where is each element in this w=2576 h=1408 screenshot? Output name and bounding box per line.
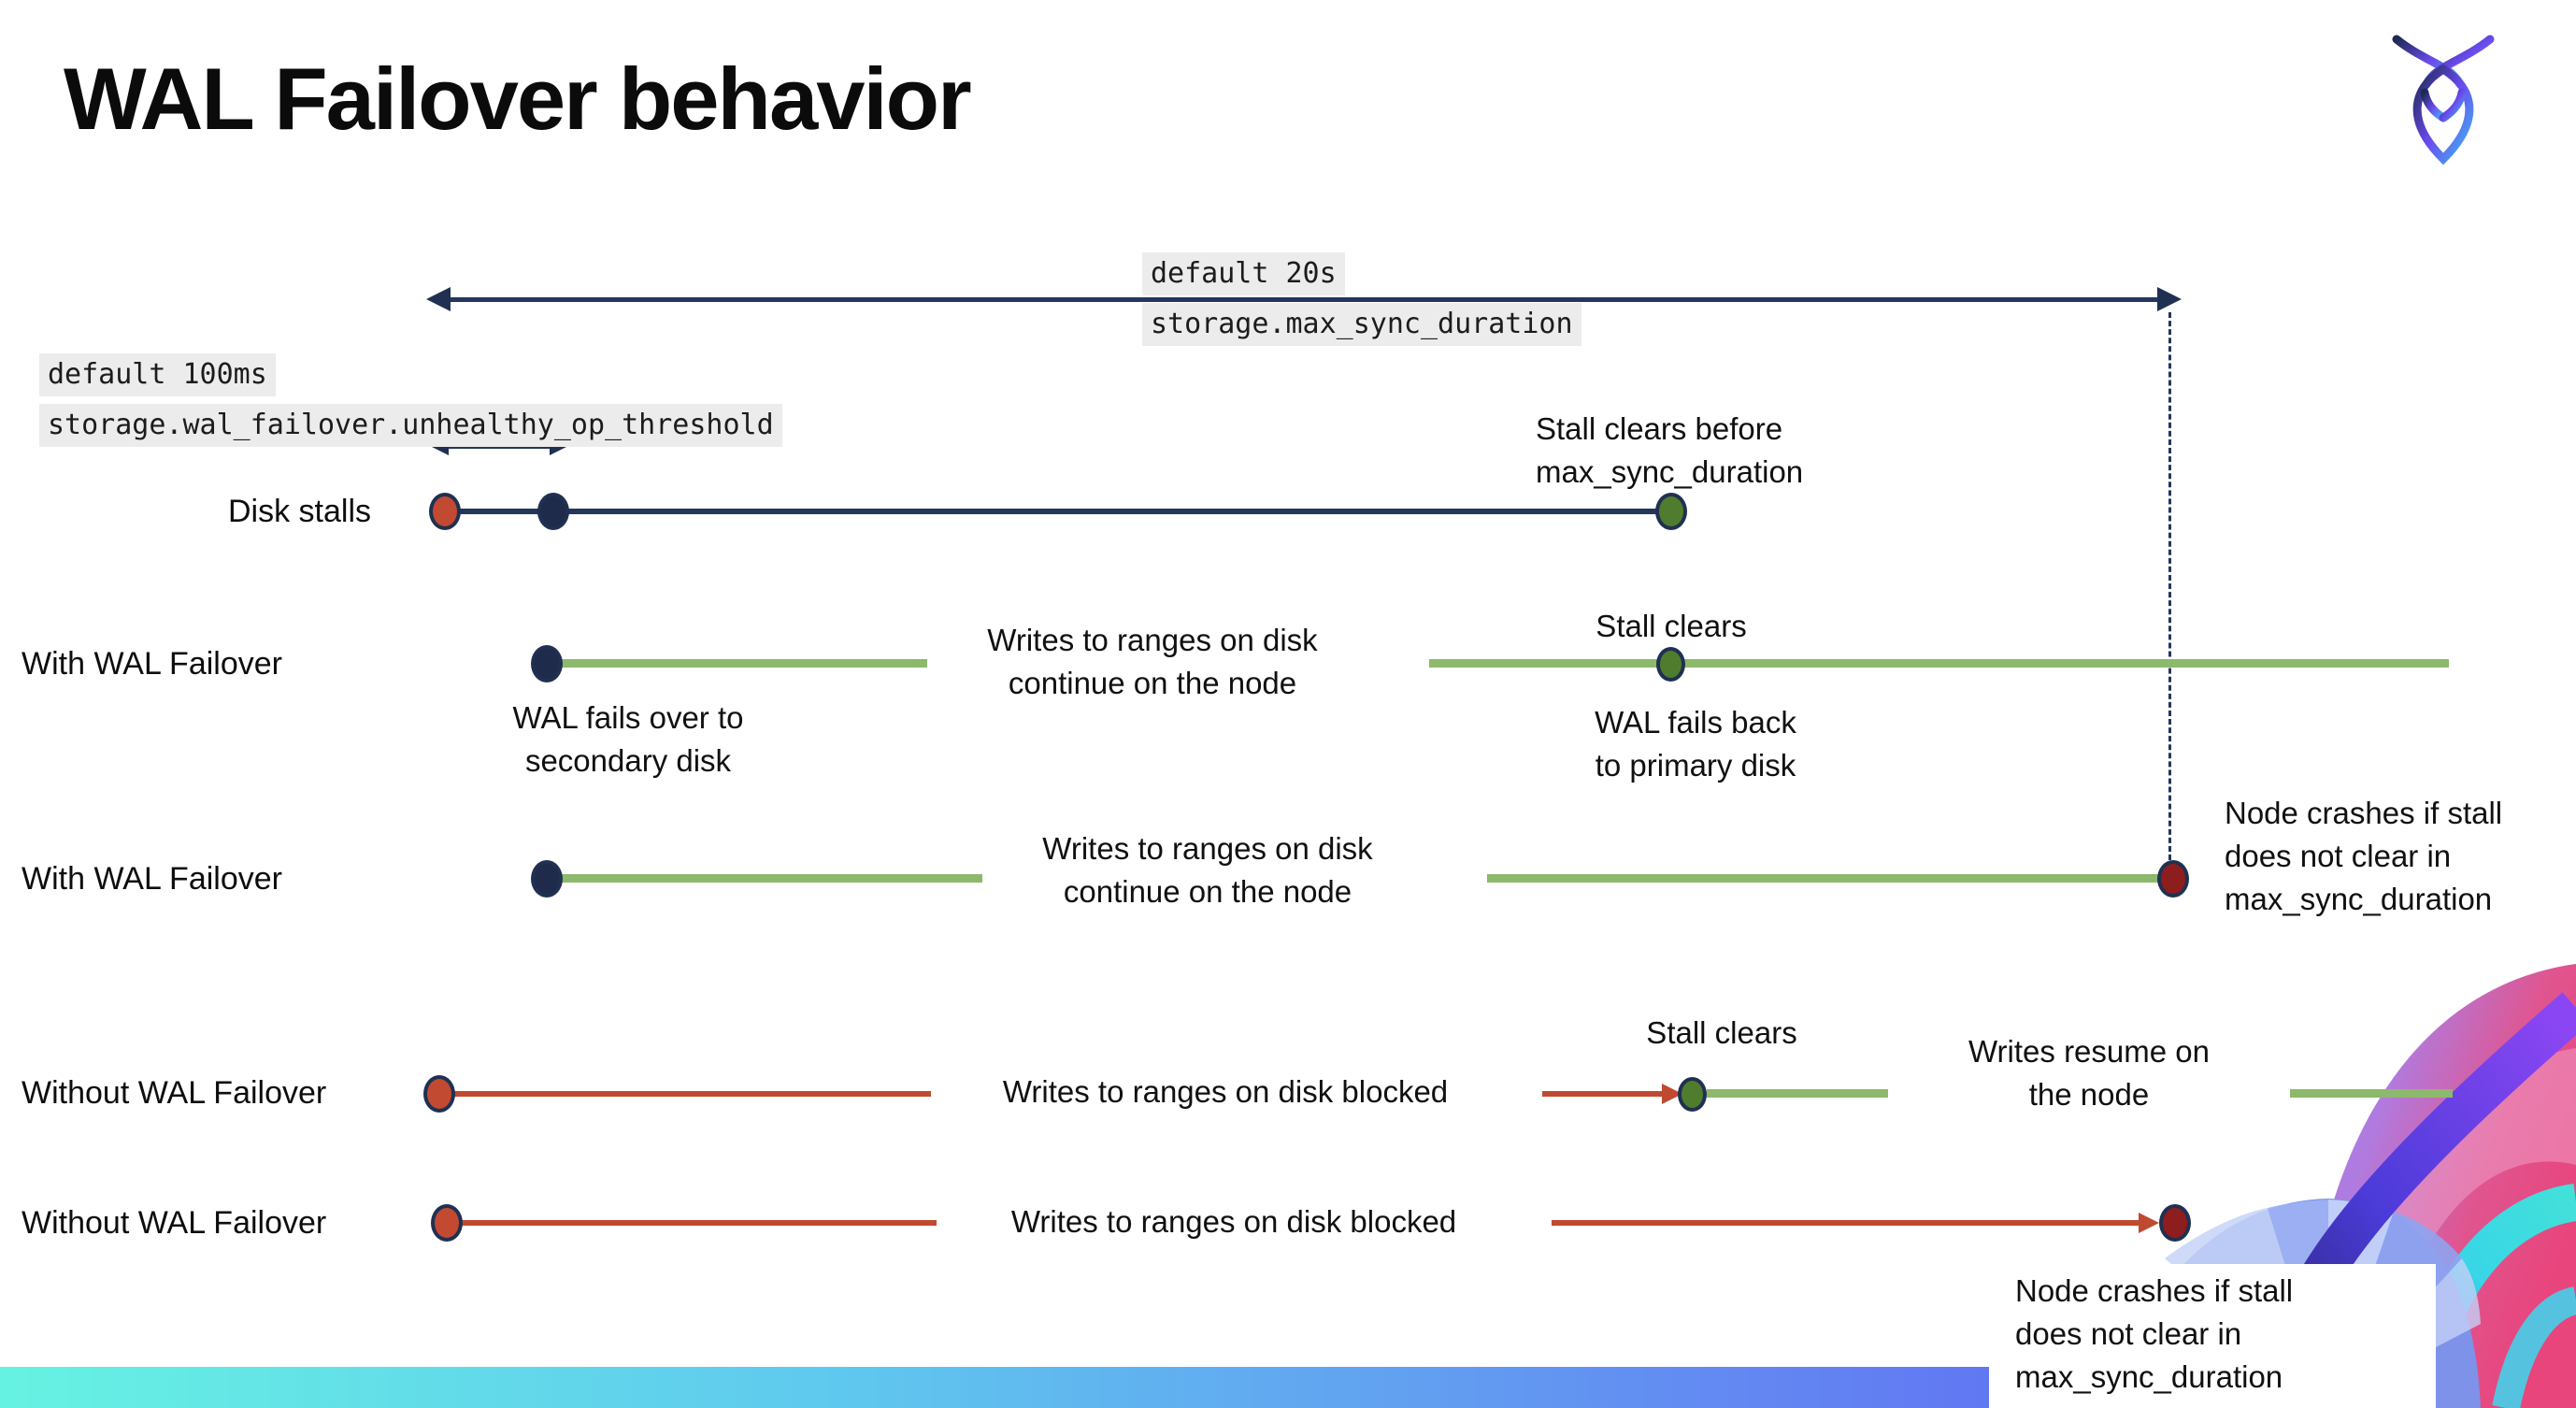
nofailover2-red-arrowhead [2139,1213,2159,1233]
nofailover2-red-segment-1 [458,1220,937,1226]
row-label-disk-stalls: Disk stalls [228,494,372,529]
failover1-failback-note: WAL fails back to primary disk [1595,705,1796,783]
failover2-crash-note: Node crashes if stall does not clear in … [2225,796,2503,916]
nofailover1-clear-dot [1678,1077,1707,1112]
failover1-green-segment-2 [1429,659,2449,668]
stall-clears-before-note: Stall clears before max_sync_duration [1536,411,1804,489]
nofailover1-red-segment-1 [451,1091,931,1097]
nofailover1-red-segment-2 [1542,1091,1662,1097]
artwork-cyan-arc2 [2492,1286,2576,1408]
max-sync-default-label: default 20s [1142,252,1345,295]
failover2-green-segment-2 [1487,874,2165,883]
failover2-writes-note: Writes to ranges on disk continue on the… [1042,831,1373,909]
nofailover2-crash-note: Node crashes if stall does not clear in … [2015,1273,2294,1394]
failover2-crash-dot [2157,860,2189,898]
nofailover1-blocked-note: Writes to ranges on disk blocked [1002,1074,1449,1109]
failover1-failover-note: WAL fails over to secondary disk [512,700,744,778]
failover2-green-segment-1 [559,874,982,883]
page-title: WAL Failover behavior [64,50,972,148]
nofailover1-resume-note: Writes resume on the node [1968,1034,2210,1112]
row-label-without-wal-failover-1: Without WAL Failover [21,1075,327,1111]
row-label-without-wal-failover-2: Without WAL Failover [21,1205,327,1241]
nofailover2-blocked-note: Writes to ranges on disk blocked [1010,1204,1457,1239]
failover1-failover-dot [531,645,563,682]
disk-stalls-line [445,509,1671,514]
row-label-with-wal-failover-1: With WAL Failover [21,646,282,682]
nofailover1-red-arrowhead [1662,1084,1682,1104]
max-sync-arrow-left-head [426,287,451,311]
disk-stall-start-dot [429,493,461,530]
nofailover2-stall-dot [431,1204,463,1242]
nofailover1-stall-clears-label: Stall clears [1646,1015,1797,1050]
threshold-default-label: default 100ms [39,353,276,396]
failover1-stall-clears-label: Stall clears [1596,609,1747,643]
nofailover2-crash-dot [2159,1204,2191,1242]
failover1-failback-dot [1656,647,1685,682]
crash-note-box [1989,1264,2436,1408]
artwork-pink-band [2342,1048,2576,1408]
nofailover1-green-segment-2 [2290,1089,2453,1098]
nofailover1-green-segment-1 [1707,1089,1888,1098]
failover1-writes-note: Writes to ranges on disk continue on the… [987,623,1318,700]
nofailover2-red-segment-2 [1552,1220,2139,1226]
failover1-green-segment-1 [559,659,927,668]
max-sync-arrow-shaft [447,297,2161,302]
max-sync-setting-label: storage.max_sync_duration [1142,303,1581,346]
threshold-setting-label: storage.wal_failover.unhealthy_op_thresh… [39,404,782,447]
max-sync-arrow-right-head [2157,287,2182,311]
row-label-with-wal-failover-2: With WAL Failover [21,861,282,897]
nofailover1-stall-dot [423,1075,455,1113]
failover2-failover-dot [531,860,563,898]
cockroachdb-logo-icon [2392,35,2495,165]
max-sync-boundary-dashed-line [2168,312,2171,860]
disk-stall-clear-dot [1655,493,1687,530]
disk-stall-threshold-dot [537,493,569,530]
